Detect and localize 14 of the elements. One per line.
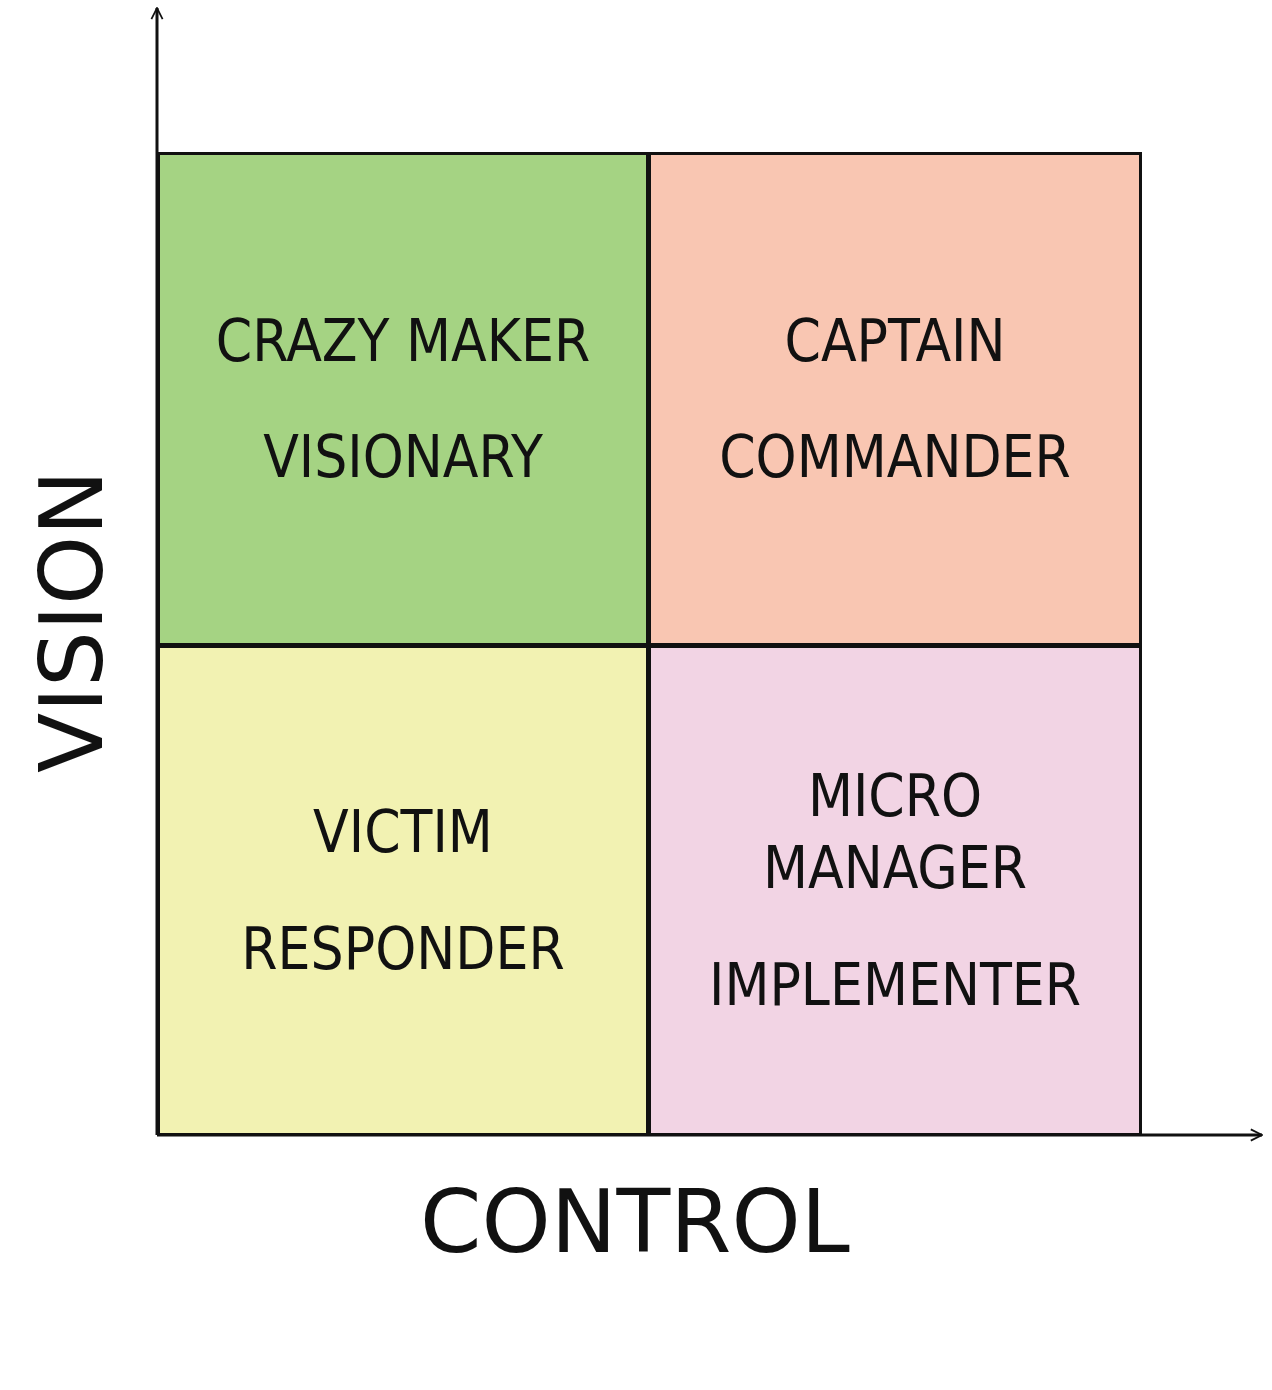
quadrant-title: VICTIM [312,797,494,868]
role-label: IMPLEMENTER [708,949,1082,1021]
quadrant-cell [648,152,1142,646]
quadrant-title: CRAZY MAKER [214,305,592,377]
quadrant-title: CAPTAIN [783,305,1007,377]
role-label: VISIONARY [262,422,544,493]
quadrant-cell [157,645,649,1136]
x-axis-label: CONTROL [420,1170,850,1273]
quadrant-cell [157,152,649,646]
y-axis-label: VISION [20,470,123,774]
quadrant-cell [648,645,1142,1136]
quadrant-title: MICRO MANAGER [761,760,1029,905]
role-label: COMMANDER [718,422,1072,493]
role-label: RESPONDER [240,913,566,985]
